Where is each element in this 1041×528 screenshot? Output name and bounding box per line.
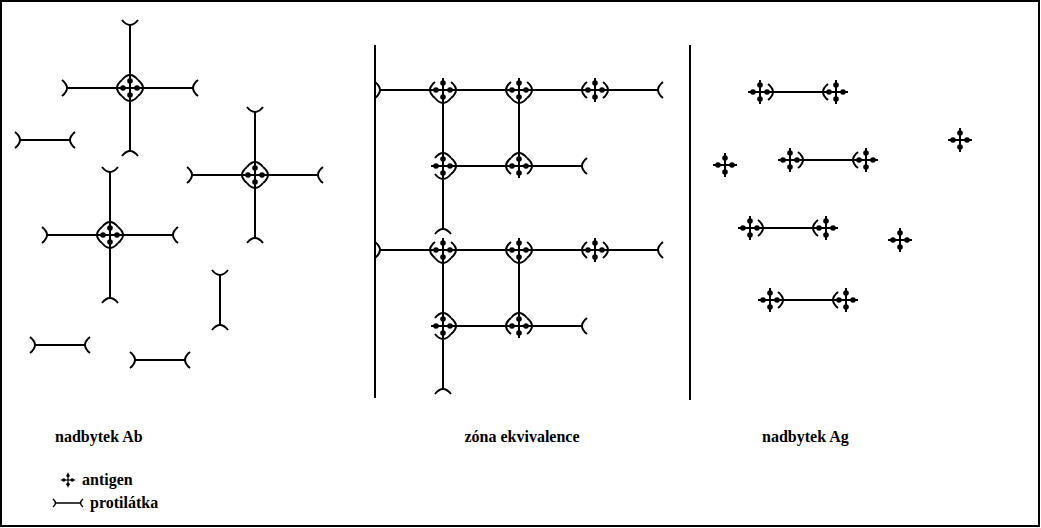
antibody-symbol (798, 152, 858, 168)
antibody-symbol (187, 167, 247, 183)
antibody-symbol (435, 174, 451, 234)
antibody-symbol (451, 318, 511, 334)
antibody-symbol (435, 334, 451, 394)
antibody-symbol (768, 84, 828, 100)
antibody-symbol (527, 318, 587, 334)
antibody-symbol (435, 258, 451, 318)
antibody-symbol (375, 242, 435, 258)
antibody-symbol (527, 242, 587, 258)
legend-text: antigen (82, 471, 133, 489)
antibody-symbol (102, 167, 118, 227)
antibody-symbol (375, 82, 435, 98)
antibody-symbol (30, 337, 90, 353)
antibody-symbol (102, 243, 118, 303)
antigen-symbol (814, 216, 838, 240)
antigen-symbol (824, 80, 848, 104)
divider (689, 45, 691, 400)
antibody-symbol (42, 227, 102, 243)
antibody-symbol (62, 80, 122, 96)
antibody-symbol (778, 292, 838, 308)
antibody-symbol (118, 227, 178, 243)
antibody-symbol (511, 98, 527, 158)
antibody-symbol (451, 242, 511, 258)
antibody-symbol (451, 158, 511, 174)
antibody-symbol (138, 80, 198, 96)
antibody-symbol (603, 242, 663, 258)
antigen-symbol (948, 128, 972, 152)
antibody-symbol (122, 20, 138, 80)
zone-label: nadbytek Ab (55, 428, 143, 446)
equivalence-lattice (375, 78, 663, 394)
antibody-symbol (212, 270, 228, 330)
antigen-excess-complexes (713, 80, 972, 312)
legend-antibody-sample (53, 499, 83, 507)
antibody-symbol (53, 499, 83, 507)
antibody-symbol (435, 98, 451, 158)
legend-text: protilátka (90, 494, 158, 512)
antibody-symbol (603, 82, 663, 98)
antigen-symbol (854, 148, 878, 172)
zone-label: zóna ekvivalence (464, 428, 579, 446)
antibody-symbol (15, 132, 75, 148)
antibody-symbol (122, 96, 138, 156)
antibody-excess-complexes (15, 20, 323, 368)
antigen-symbol (61, 473, 75, 487)
antigen-symbol (834, 288, 858, 312)
zone-label: nadbytek Ag (762, 428, 849, 446)
antibody-symbol (247, 183, 263, 243)
antibody-symbol (263, 167, 323, 183)
antibody-symbol (247, 107, 263, 167)
legend-antigen-sample (61, 473, 75, 487)
antibody-symbol (527, 82, 587, 98)
antigen-symbol (888, 228, 912, 252)
antibody-symbol (451, 82, 511, 98)
antibody-symbol (527, 158, 587, 174)
antibody-symbol (130, 352, 190, 368)
antigen-symbol (713, 153, 737, 177)
antibody-symbol (758, 220, 818, 236)
antibody-symbol (511, 258, 527, 318)
